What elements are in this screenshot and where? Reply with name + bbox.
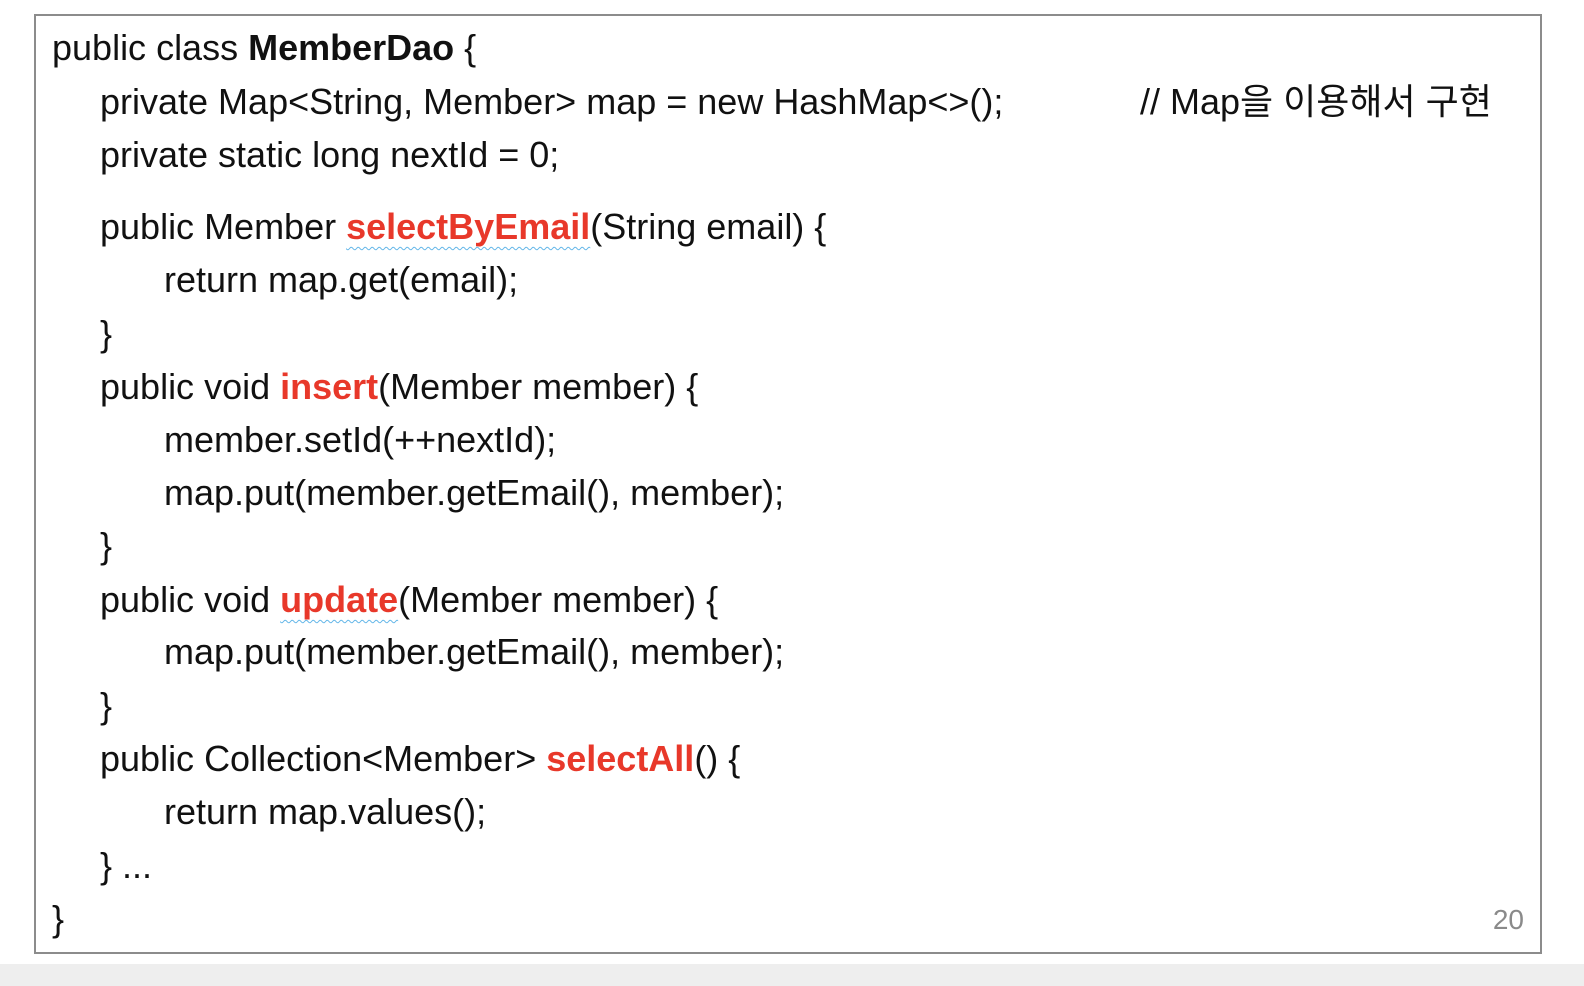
insert-body-line: member.setId(++nextId); (164, 419, 557, 460)
map-comment: // Map을 이용해서 구현 (1140, 81, 1492, 122)
update-signature: public void update(Member member) { (100, 580, 718, 620)
select-all-body-line: return map.values(); (164, 791, 487, 832)
select-all-signature: public Collection<Member> selectAll() { (100, 739, 740, 779)
code-slide: public class MemberDao { private Map<Str… (34, 14, 1542, 954)
select-by-email-close: } (100, 313, 113, 354)
map-field: private Map<String, Member> map = new Ha… (100, 81, 1004, 122)
page-number: 20 (1492, 904, 1524, 935)
update-close: } (100, 685, 113, 726)
select-by-email-prefix: public Member (100, 206, 347, 247)
class-close: } (52, 898, 65, 939)
class-decl-suffix: { (454, 27, 477, 68)
update-prefix: public void (100, 579, 281, 620)
select-all-prefix: public Collection<Member> (100, 738, 547, 779)
insert-prefix: public void (100, 366, 281, 407)
class-name: MemberDao (248, 27, 455, 68)
bottom-bar (0, 964, 1584, 986)
select-by-email-name: selectByEmail (346, 206, 591, 247)
class-declaration: public class MemberDao { (52, 28, 476, 68)
select-by-email-suffix: (String email) { (590, 206, 827, 247)
insert-body-line: map.put(member.getEmail(), member); (164, 472, 785, 513)
update-name: update (280, 579, 399, 620)
select-by-email-body-line: return map.get(email); (164, 259, 519, 300)
select-all-close: } ... (100, 845, 153, 886)
update-suffix: (Member member) { (398, 579, 719, 620)
update-body-line: map.put(member.getEmail(), member); (164, 631, 785, 672)
select-by-email-signature: public Member selectByEmail(String email… (100, 207, 826, 247)
select-all-suffix: () { (694, 738, 741, 779)
map-field-line: private Map<String, Member> map = new Ha… (100, 82, 1520, 122)
insert-suffix: (Member member) { (378, 366, 699, 407)
insert-name: insert (280, 366, 379, 407)
insert-close: } (100, 525, 113, 566)
insert-signature: public void insert(Member member) { (100, 367, 698, 407)
select-all-name: selectAll (546, 738, 695, 779)
class-decl-prefix: public class (52, 27, 249, 68)
next-id-field: private static long nextId = 0; (100, 134, 560, 175)
